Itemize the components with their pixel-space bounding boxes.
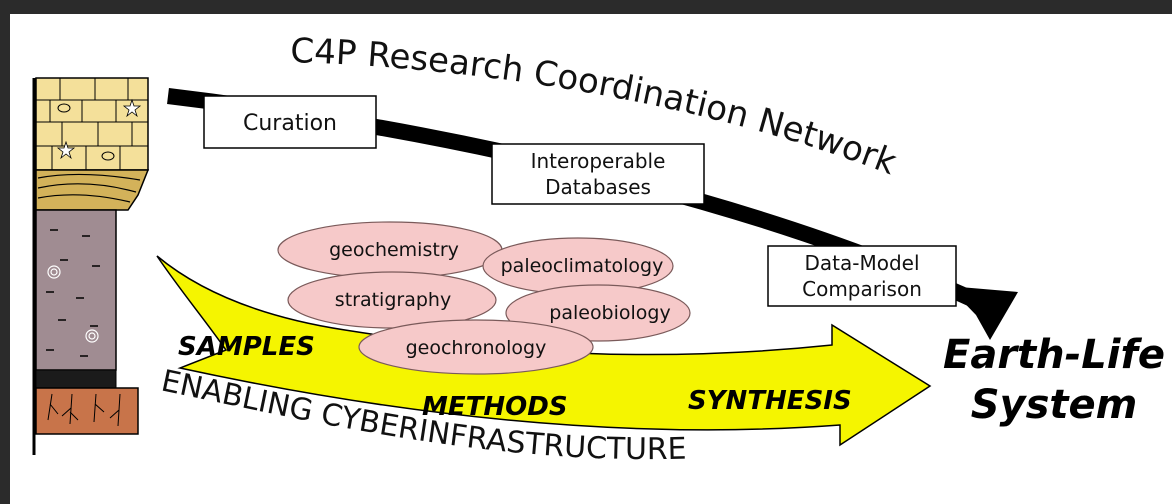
methods-cluster: geochemistry paleoclimatology stratigrap…: [277, 221, 691, 375]
step-interoperable-databases: Interoperable Databases: [491, 143, 705, 205]
root-traces-icon: [47, 393, 121, 427]
star-icon: [56, 98, 142, 160]
limestone-layer: [35, 77, 149, 171]
method-label: paleobiology: [549, 302, 670, 324]
step-curation: Curation: [203, 95, 377, 149]
samples-label: SAMPLES: [178, 332, 315, 362]
network-arrowhead: [948, 286, 1018, 340]
mudstone-layer: [35, 209, 117, 371]
databases-label: Databases: [545, 175, 651, 199]
paleosol-layer: [35, 387, 139, 435]
ammonite-icon: [47, 265, 99, 343]
interoperable-label: Interoperable: [531, 149, 666, 173]
method-label: geochemistry: [329, 239, 459, 261]
comparison-label: Comparison: [802, 277, 922, 301]
method-ellipse: [358, 319, 594, 375]
method-label: paleoclimatology: [501, 255, 664, 277]
stratigraphic-column: [32, 77, 150, 455]
step-data-model-comparison: Data-Model Comparison: [767, 245, 957, 307]
fossil-icon: [57, 103, 115, 161]
outcome-line-2: System: [971, 382, 1138, 428]
yellow-flow-arrow: [156, 255, 932, 447]
curation-label: Curation: [243, 111, 337, 136]
methods-label: METHODS: [422, 392, 568, 422]
method-label: geochronology: [406, 337, 547, 359]
outcome-line-1: Earth-Life: [943, 332, 1165, 378]
data-model-label: Data-Model: [804, 251, 919, 275]
method-label: stratigraphy: [335, 289, 451, 311]
coal-layer: [35, 369, 117, 389]
synthesis-label: SYNTHESIS: [688, 386, 852, 416]
